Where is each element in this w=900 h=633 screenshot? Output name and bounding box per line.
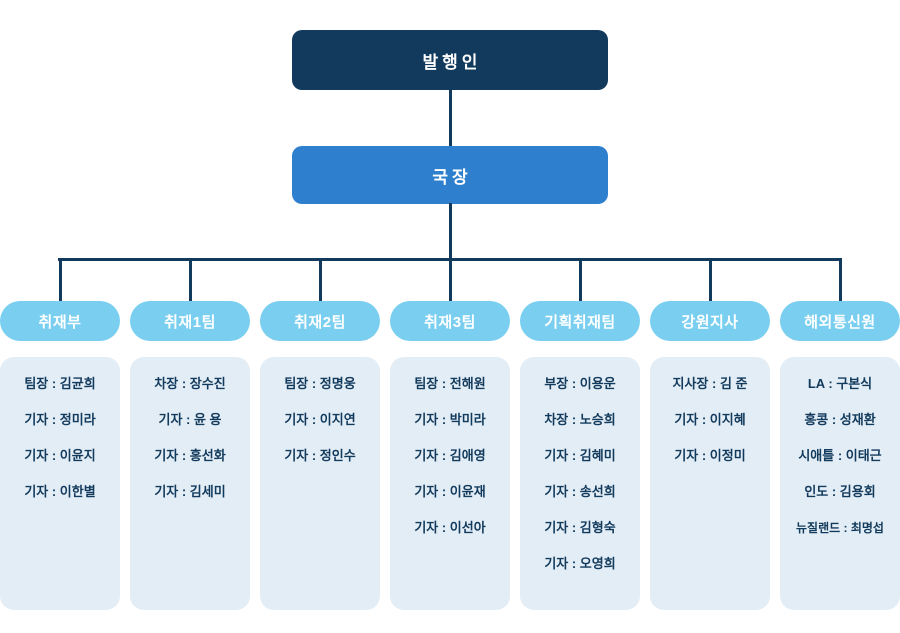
- connector-drop-1: [58, 258, 62, 303]
- node-publisher[interactable]: 발행인: [292, 30, 608, 90]
- member-entry: 기자 : 이정미: [674, 448, 746, 463]
- department-header-4[interactable]: 취재3팀: [390, 301, 510, 341]
- member-entry: 기자 : 이한별: [24, 484, 96, 499]
- connector-drop-7: [838, 258, 842, 303]
- member-entry: 기자 : 김애영: [414, 448, 486, 463]
- member-entry: LA : 구본식: [807, 376, 873, 391]
- member-entry: 기자 : 이지연: [284, 412, 356, 427]
- member-entry: 뉴질랜드 : 최명섭: [796, 521, 884, 535]
- connector-director-to-bus: [448, 203, 452, 260]
- member-entry: 기자 : 김혜미: [544, 448, 616, 463]
- member-entry: 기자 : 박미라: [414, 412, 486, 427]
- member-entry: 기자 : 이지혜: [674, 412, 746, 427]
- department-header-6[interactable]: 강원지사: [650, 301, 770, 341]
- member-entry: 기자 : 이윤지: [24, 448, 96, 463]
- department-header-7[interactable]: 해외통신원: [780, 301, 900, 341]
- member-entry: 기자 : 김형숙: [544, 520, 616, 535]
- member-entry: 부장 : 이용운: [544, 376, 616, 391]
- member-entry: 기자 : 홍선화: [154, 448, 226, 463]
- connector-drop-3: [318, 258, 322, 303]
- member-entry: 인도 : 김용회: [804, 484, 876, 499]
- member-entry: 차장 : 노승희: [544, 412, 616, 427]
- connector-drop-6: [708, 258, 712, 303]
- member-entry: 지사장 : 김 준: [672, 376, 748, 391]
- department-header-5[interactable]: 기획취재팀: [520, 301, 640, 341]
- member-entry: 기자 : 정미라: [24, 412, 96, 427]
- member-entry: 시애틀 : 이태근: [798, 448, 882, 463]
- node-director[interactable]: 국장: [292, 146, 608, 204]
- member-entry: 팀장 : 전해원: [414, 376, 486, 391]
- member-entry: 팀장 : 김균희: [24, 376, 96, 391]
- department-header-3[interactable]: 취재2팀: [260, 301, 380, 341]
- member-entry: 기자 : 이선아: [414, 520, 486, 535]
- department-header-1[interactable]: 취재부: [0, 301, 120, 341]
- member-entry: 팀장 : 정명웅: [284, 376, 356, 391]
- member-entry: 기자 : 이윤재: [414, 484, 486, 499]
- member-entry: 홍콩 : 성재환: [804, 412, 876, 427]
- member-entry: 기자 : 윤 용: [158, 412, 222, 427]
- department-header-2[interactable]: 취재1팀: [130, 301, 250, 341]
- member-entry: 기자 : 김세미: [154, 484, 226, 499]
- connector-drop-4: [448, 258, 452, 303]
- member-entry: 기자 : 오영희: [544, 556, 616, 571]
- member-entry: 기자 : 정인수: [284, 448, 356, 463]
- connector-publisher-to-director: [448, 89, 452, 147]
- member-entry: 차장 : 장수진: [154, 376, 226, 391]
- member-entry: 기자 : 송선희: [544, 484, 616, 499]
- connector-drop-2: [188, 258, 192, 303]
- connector-drop-5: [578, 258, 582, 303]
